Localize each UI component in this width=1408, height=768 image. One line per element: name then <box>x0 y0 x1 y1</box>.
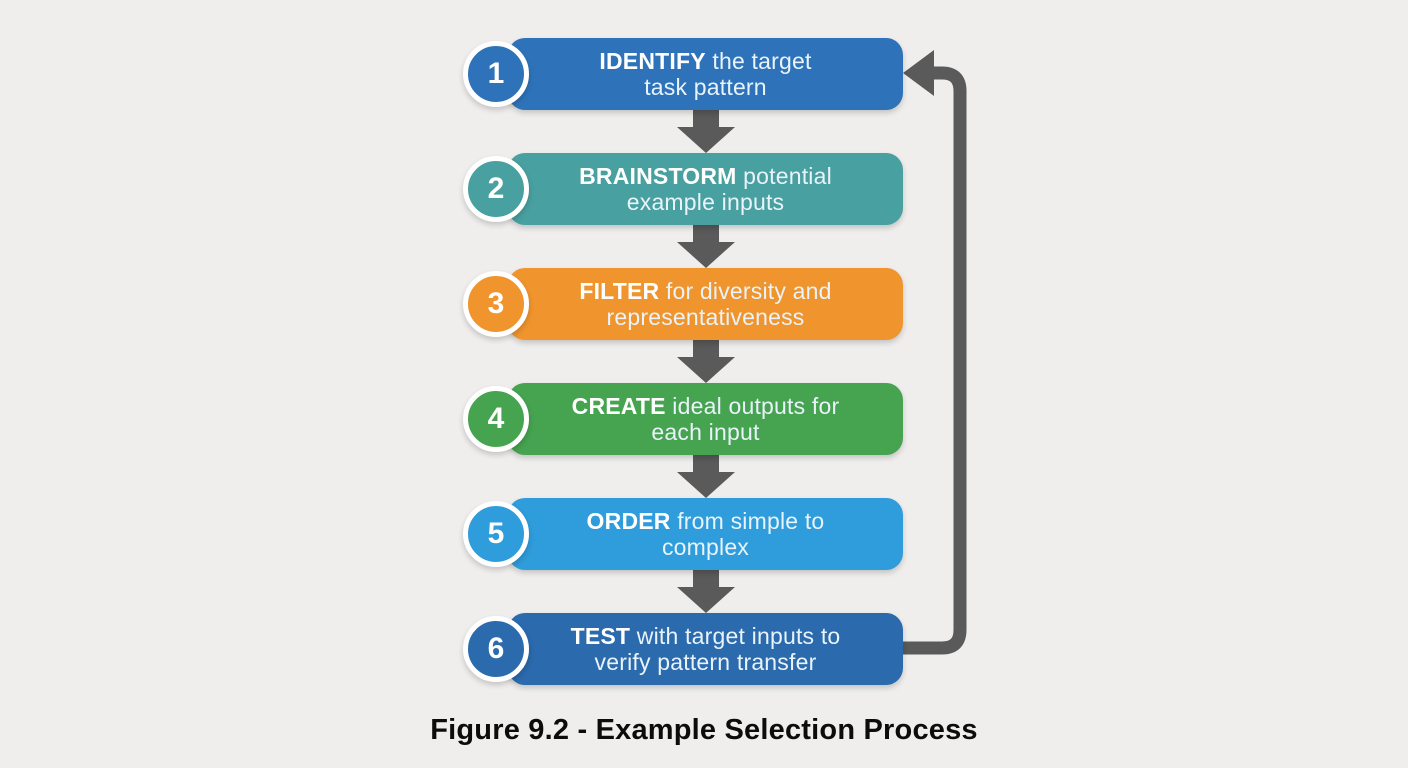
step-6-keyword: TEST <box>570 623 631 649</box>
step-5-number: 5 <box>487 517 505 550</box>
down-arrow-1 <box>677 110 735 153</box>
step-3-line2: representativeness <box>606 304 805 330</box>
step-6-number-badge: 6 <box>463 616 529 682</box>
down-arrow-stem <box>693 225 719 243</box>
step-5-box: ORDER from simple to complex <box>508 498 903 570</box>
step-5-line2: complex <box>661 534 750 560</box>
down-arrow-3 <box>677 340 735 383</box>
down-arrow-head <box>677 587 735 613</box>
step-1-number: 1 <box>487 57 505 90</box>
step-3-number-badge: 3 <box>463 271 529 337</box>
step-3-text: for diversity and <box>659 278 832 304</box>
step-1-line1: IDENTIFY the target <box>599 48 811 74</box>
step-3-line1: FILTER for diversity and <box>579 278 831 304</box>
step-5-text: from simple to <box>670 508 825 534</box>
step-4-box: CREATE ideal outputs for each input <box>508 383 903 455</box>
step-6: TEST with target inputs to verify patter… <box>0 613 1408 685</box>
step-3-number: 3 <box>487 287 505 320</box>
step-2-line1: BRAINSTORM potential <box>579 163 832 189</box>
step-1-text: the target <box>705 48 812 74</box>
down-arrow-head <box>677 127 735 153</box>
down-arrow-stem <box>693 340 719 358</box>
step-4-keyword: CREATE <box>571 393 666 419</box>
step-2-keyword: BRAINSTORM <box>579 163 737 189</box>
step-6-text: with target inputs to <box>630 623 841 649</box>
step-4-line2: each input <box>651 419 760 445</box>
step-6-box: TEST with target inputs to verify patter… <box>508 613 903 685</box>
step-3-box: FILTER for diversity and representativen… <box>508 268 903 340</box>
step-1-box: IDENTIFY the target task pattern <box>508 38 903 110</box>
step-2-number-badge: 2 <box>463 156 529 222</box>
step-1-line2: task pattern <box>644 74 767 100</box>
down-arrow-head <box>677 242 735 268</box>
step-1-keyword: IDENTIFY <box>599 48 706 74</box>
down-arrow-5 <box>677 570 735 613</box>
step-5-line1: ORDER from simple to <box>587 508 825 534</box>
step-4: CREATE ideal outputs for each input 4 <box>0 383 1408 455</box>
down-arrow-head <box>677 472 735 498</box>
step-3-keyword: FILTER <box>579 278 660 304</box>
down-arrow-stem <box>693 455 719 473</box>
step-4-number-badge: 4 <box>463 386 529 452</box>
step-4-line1: CREATE ideal outputs for <box>572 393 840 419</box>
step-6-number: 6 <box>487 632 505 665</box>
step-2-text: potential <box>736 163 832 189</box>
step-1: IDENTIFY the target task pattern 1 <box>0 38 1408 110</box>
step-5-number-badge: 5 <box>463 501 529 567</box>
step-4-text: ideal outputs for <box>665 393 840 419</box>
step-2: BRAINSTORM potential example inputs 2 <box>0 153 1408 225</box>
step-2-box: BRAINSTORM potential example inputs <box>508 153 903 225</box>
step-1-number-badge: 1 <box>463 41 529 107</box>
step-5: ORDER from simple to complex 5 <box>0 498 1408 570</box>
step-2-line2: example inputs <box>626 189 785 215</box>
down-arrow-4 <box>677 455 735 498</box>
step-6-line2: verify pattern transfer <box>594 649 817 675</box>
step-6-line1: TEST with target inputs to <box>571 623 841 649</box>
down-arrow-2 <box>677 225 735 268</box>
step-5-keyword: ORDER <box>586 508 671 534</box>
down-arrow-head <box>677 357 735 383</box>
down-arrow-stem <box>693 110 719 128</box>
step-2-number: 2 <box>487 172 505 205</box>
step-3: FILTER for diversity and representativen… <box>0 268 1408 340</box>
down-arrow-stem <box>693 570 719 588</box>
figure-caption: Figure 9.2 - Example Selection Process <box>430 714 978 746</box>
step-4-number: 4 <box>487 402 505 435</box>
